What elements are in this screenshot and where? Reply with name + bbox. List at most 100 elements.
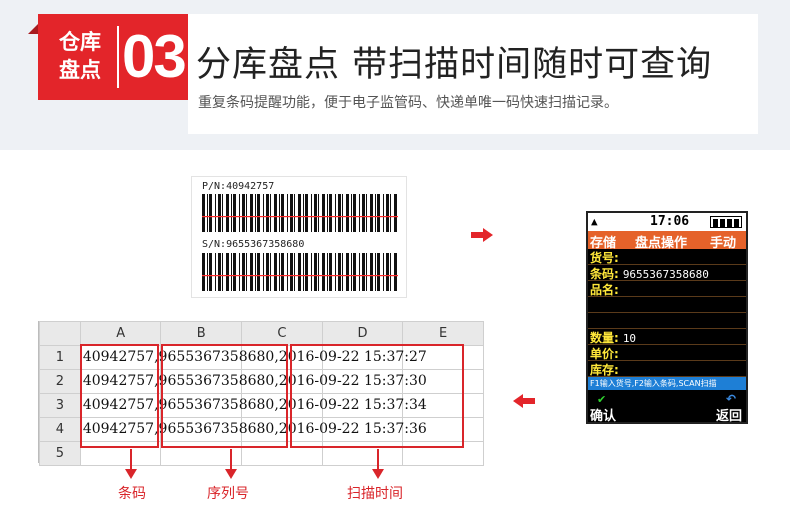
barcode-bar xyxy=(281,253,284,291)
barcode-bar xyxy=(218,194,221,232)
barcode-sn-image xyxy=(202,253,398,291)
caption-serial: 序列号 xyxy=(207,486,249,502)
column-header-e[interactable]: E xyxy=(402,321,484,346)
barcode-bar xyxy=(305,253,308,291)
down-arrow-icon xyxy=(225,449,237,479)
barcode-bar xyxy=(327,194,328,232)
barcode-bar xyxy=(335,253,336,291)
column-header-a[interactable]: A xyxy=(79,321,162,346)
arrow-right-icon xyxy=(471,228,493,242)
cell-c2[interactable] xyxy=(241,369,323,394)
cell-b2[interactable] xyxy=(160,369,243,394)
barcode-bar xyxy=(383,253,384,291)
barcode-bar xyxy=(290,253,293,291)
barcode-bar xyxy=(322,194,325,232)
back-button[interactable]: 返回 xyxy=(716,409,743,424)
column-header-d[interactable]: D xyxy=(321,321,404,346)
cell-c5[interactable] xyxy=(241,441,323,466)
barcode-bar xyxy=(239,253,240,291)
barcode-bar xyxy=(353,253,356,291)
column-header-b[interactable]: B xyxy=(160,321,243,346)
barcode-bar xyxy=(287,253,288,291)
barcode-bar xyxy=(226,194,229,232)
barcode-bar xyxy=(279,194,280,232)
barcode-bar xyxy=(335,194,336,232)
spreadsheet-table: A B C D E 1 40942757,9655367358680,2016-… xyxy=(39,321,484,466)
barcode-bar xyxy=(375,253,376,291)
device-field-stock[interactable]: 库存: xyxy=(588,361,746,377)
row-header[interactable]: 5 xyxy=(39,441,81,466)
row-header[interactable]: 1 xyxy=(39,345,81,370)
badge-line-1: 仓库 xyxy=(59,30,101,54)
barcode-bar xyxy=(239,194,240,232)
cell-a5[interactable] xyxy=(79,441,162,466)
barcode-bar xyxy=(329,194,332,232)
barcode-bar xyxy=(362,194,365,232)
device-field-quantity[interactable]: 数量:10 xyxy=(588,329,746,345)
barcode-bar xyxy=(359,194,360,232)
cell-e5[interactable] xyxy=(402,441,484,466)
barcode-bar xyxy=(351,253,352,291)
barcode-bar xyxy=(303,253,304,291)
device-field-name[interactable]: 品名: xyxy=(588,281,746,297)
signal-icon: ▲ xyxy=(591,215,598,228)
barcode-bar xyxy=(270,253,271,291)
down-arrow-icon xyxy=(125,449,137,479)
cell-d5[interactable] xyxy=(321,441,404,466)
barcode-bar xyxy=(274,194,277,232)
barcode-bar xyxy=(209,194,212,232)
page-title: 分库盘点 带扫描时间随时可查询 xyxy=(196,45,713,85)
barcode-bar xyxy=(342,253,343,291)
cell-c1[interactable] xyxy=(241,345,323,370)
barcode-bar xyxy=(390,194,391,232)
barcode-bar xyxy=(359,253,360,291)
barcode-bar xyxy=(246,194,247,232)
corner-cell[interactable] xyxy=(39,321,81,346)
barcode-bar xyxy=(257,253,260,291)
device-field-item-no[interactable]: 货号: xyxy=(588,249,746,265)
scanner-screen: ▲ 17:06 存储 盘点操作 手动 货号: 条码:9655367358680 … xyxy=(586,211,748,424)
scan-laser-line xyxy=(202,216,398,218)
cell-b4[interactable] xyxy=(160,417,243,442)
highlight-barcode-column xyxy=(80,344,159,448)
barcode-bar xyxy=(314,253,317,291)
cell-a2[interactable]: 40942757,9655367358680,2016-09-22 15:37:… xyxy=(79,369,427,394)
barcode-bar xyxy=(215,194,216,232)
barcode-bar xyxy=(346,194,349,232)
barcode-bar xyxy=(242,194,245,232)
page-subtitle: 重复条码提醒功能，便于电子监管码、快递单唯一码快速扫描记录。 xyxy=(198,95,618,111)
barcode-bar xyxy=(351,194,352,232)
cell-b5[interactable] xyxy=(160,441,243,466)
barcode-bar xyxy=(207,253,208,291)
column-header-c[interactable]: C xyxy=(241,321,323,346)
cell-a3[interactable]: 40942757,9655367358680,2016-09-22 15:37:… xyxy=(79,393,427,418)
cell-c4[interactable] xyxy=(241,417,323,442)
barcode-bar xyxy=(209,253,212,291)
device-field-price[interactable]: 单价: xyxy=(588,345,746,361)
barcode-bar xyxy=(390,253,391,291)
device-header-right: 手动 xyxy=(710,236,737,251)
row-header[interactable]: 3 xyxy=(39,393,81,418)
cell-a1[interactable]: 40942757,9655367358680,2016-09-22 15:37:… xyxy=(79,345,427,370)
barcode-bar xyxy=(394,194,397,232)
badge-text: 仓库 盘点 xyxy=(48,28,112,84)
barcode-bar xyxy=(366,253,367,291)
barcode-bar xyxy=(279,253,280,291)
barcode-bar xyxy=(298,253,301,291)
confirm-button[interactable]: 确认 xyxy=(590,409,617,424)
cell-text: 40942757,9655367358680,2016-09-22 15:37:… xyxy=(82,421,427,437)
barcode-bar xyxy=(202,194,205,232)
device-header: 存储 盘点操作 手动 xyxy=(588,231,746,251)
cell-d2[interactable] xyxy=(321,369,404,394)
row-header[interactable]: 2 xyxy=(39,369,81,394)
barcode-bar xyxy=(327,253,328,291)
barcode-bar xyxy=(303,194,304,232)
barcode-bar xyxy=(386,253,389,291)
badge-separator xyxy=(117,26,119,88)
row-header[interactable]: 4 xyxy=(39,417,81,442)
battery-icon xyxy=(710,216,742,228)
title-panel xyxy=(188,14,758,134)
device-field-barcode[interactable]: 条码:9655367358680 xyxy=(588,265,746,281)
barcode-bar xyxy=(246,253,247,291)
barcode-bar xyxy=(257,194,260,232)
